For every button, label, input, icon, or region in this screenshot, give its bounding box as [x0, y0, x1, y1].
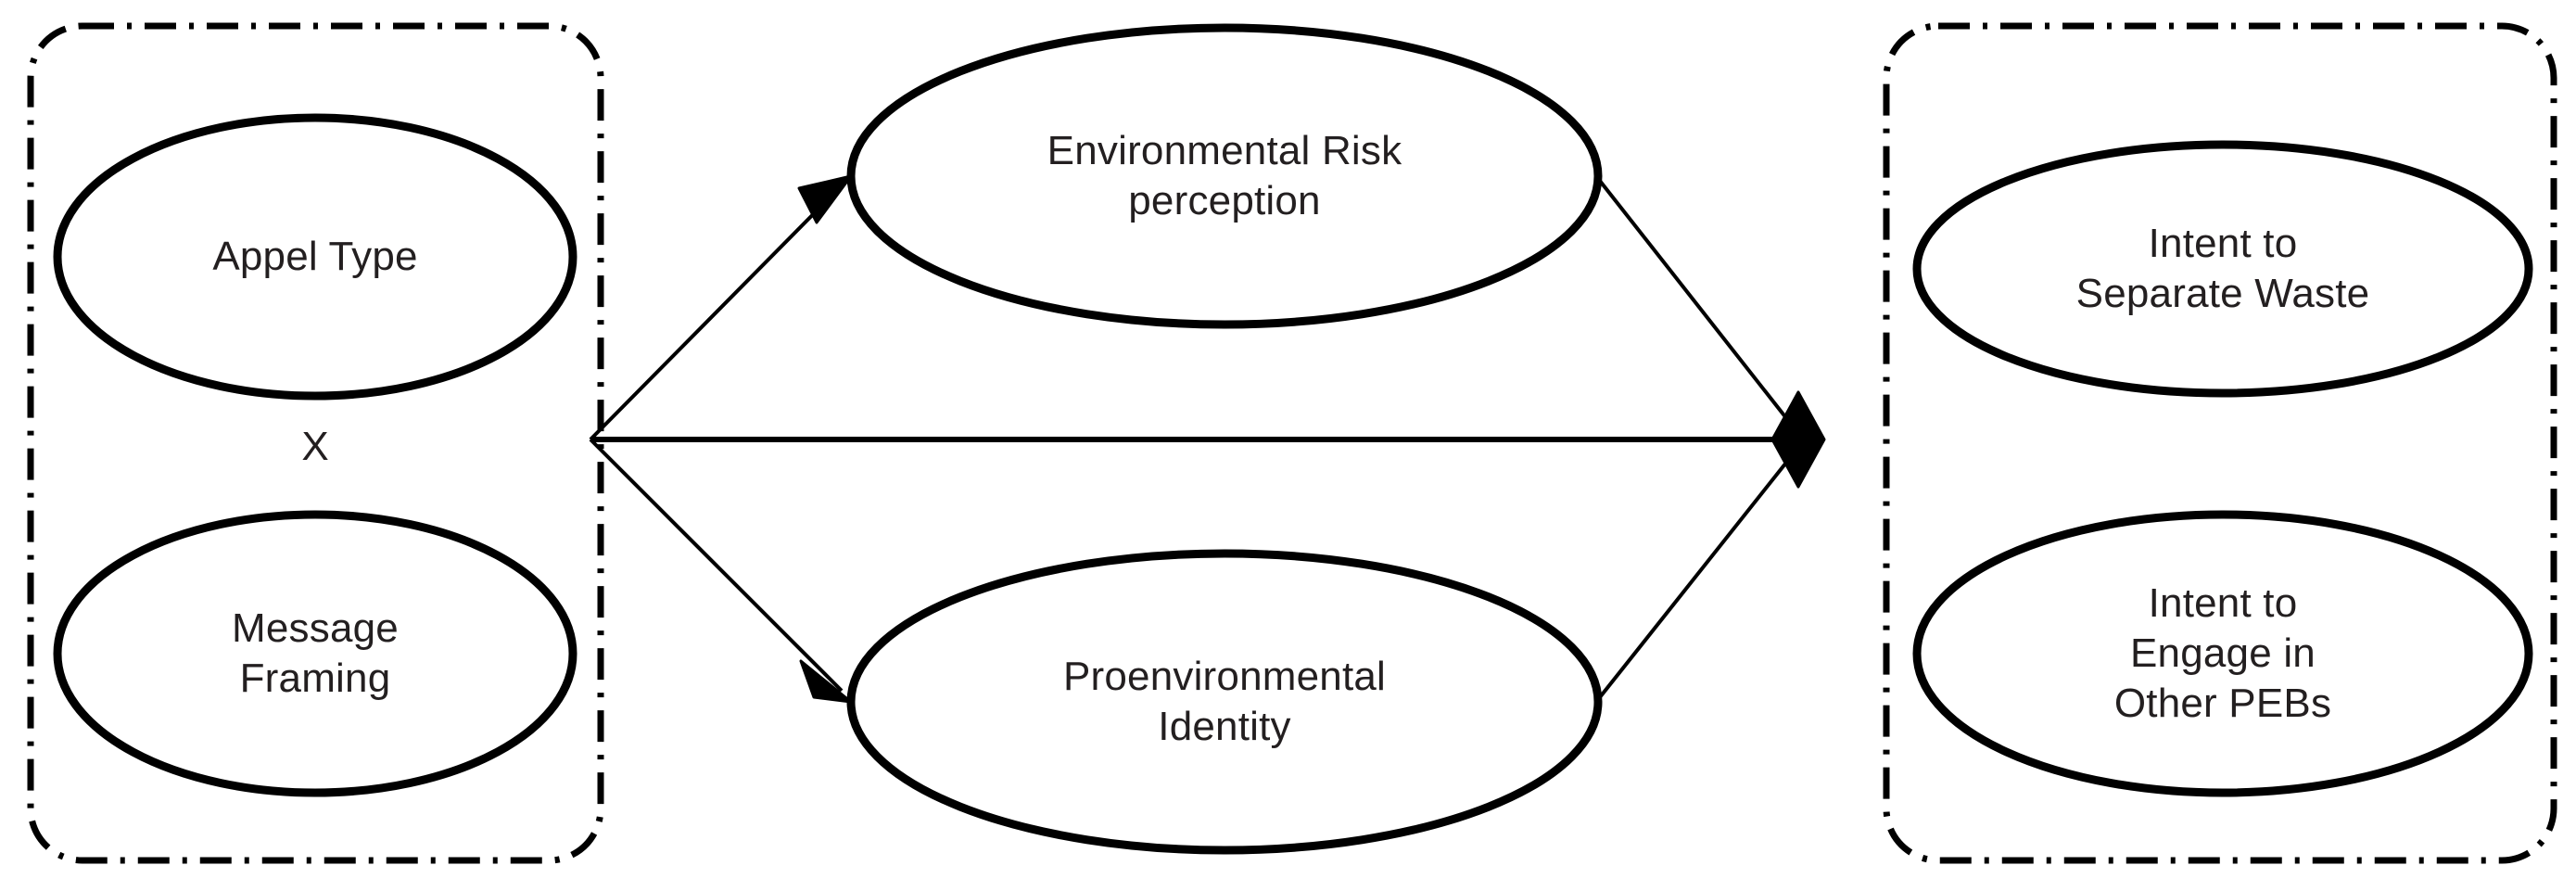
connector-risk-perception-to-outcomes	[1594, 174, 1802, 438]
connector-group	[589, 174, 1802, 704]
connector-proenv-identity-to-outcomes	[1594, 443, 1802, 704]
connector-iv-to-proenv-identity	[589, 438, 844, 693]
connector-iv-to-risk-perception	[589, 184, 844, 441]
group-box-outcome-variables	[1883, 22, 2557, 864]
node-ellipse-intent-engage-other-pebs[interactable]	[1912, 510, 2533, 797]
operator-label-x: X	[301, 424, 329, 469]
arrowhead-into-risk-perception-icon	[797, 174, 853, 224]
node-ellipse-intent-separate-waste[interactable]	[1912, 140, 2533, 398]
arrowhead-into-proenv-identity-icon	[799, 659, 853, 704]
node-ellipse-environmental-risk-perception[interactable]	[846, 23, 1603, 329]
node-ellipse-appel-type[interactable]	[53, 113, 577, 401]
group-box-independent-variables	[27, 22, 604, 864]
node-ellipse-message-framing[interactable]	[53, 510, 577, 797]
node-ellipse-proenvironmental-identity[interactable]	[846, 549, 1603, 855]
arrowhead-converge-into-outcomes-icon	[1770, 390, 1826, 489]
